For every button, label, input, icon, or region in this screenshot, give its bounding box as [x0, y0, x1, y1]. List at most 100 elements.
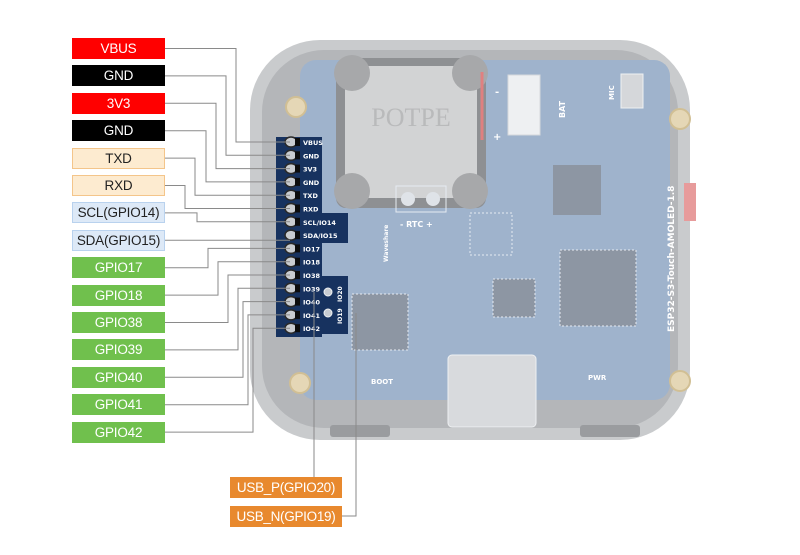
leader-line — [165, 157, 290, 196]
pin-label-txd: TXD — [72, 147, 165, 169]
usb-label-n: USB_N(GPIO19) — [230, 506, 342, 527]
usb-n-pad — [323, 308, 333, 318]
pin-label-gpio42: GPIO42 — [72, 421, 165, 443]
usb-n-leader — [341, 313, 357, 517]
battery-connector — [507, 74, 541, 136]
pin-label-gnd: GND — [72, 120, 165, 142]
header-silk-label: IO42 — [303, 325, 320, 333]
red-component — [684, 183, 696, 221]
rtc-pad — [426, 192, 440, 206]
leader-line — [165, 247, 290, 269]
header-pin-body — [295, 231, 300, 240]
leader-line — [165, 261, 290, 296]
leader-line — [165, 301, 290, 378]
rtc-pads — [395, 185, 447, 213]
pin-label-gpio41: GPIO41 — [72, 394, 165, 416]
leader-lines — [165, 48, 290, 433]
speaker — [345, 66, 477, 198]
chip-imu — [469, 212, 513, 256]
header-pin-body — [295, 164, 300, 173]
header-silk-label: IO40 — [303, 299, 320, 307]
header-silk-label: IO17 — [303, 245, 320, 253]
pin-label-gpio39: GPIO39 — [72, 339, 165, 361]
case-foot — [580, 425, 640, 437]
usb-p-pad — [323, 287, 333, 297]
header-pin-body — [295, 138, 300, 146]
pin-label-vbus: VBUS — [72, 38, 165, 59]
screw — [669, 108, 691, 130]
header-pin-body — [295, 191, 300, 200]
header-silk-label: VBUS — [303, 139, 323, 147]
chip-esp32s3 — [559, 249, 637, 327]
header-pin-body — [295, 244, 300, 253]
header-silk-label: RXD — [303, 206, 319, 214]
rtc-pad — [401, 192, 415, 206]
pin-label-scl: SCL(GPIO14) — [72, 202, 165, 224]
leader-line — [165, 274, 290, 323]
header-pin-body — [295, 177, 300, 186]
speaker-corner — [334, 173, 370, 209]
leader-line — [165, 102, 290, 170]
header-silk-label: IO39 — [303, 285, 320, 293]
pin-label-gpio17: GPIO17 — [72, 257, 165, 279]
header-silk-label: IO38 — [303, 272, 320, 280]
screw — [289, 372, 311, 394]
bat-minus: - — [495, 87, 499, 98]
header-pin-body — [295, 271, 300, 279]
pin-label-gpio38: GPIO38 — [72, 312, 165, 333]
header-pin-body — [295, 324, 300, 333]
pin-label-gnd: GND — [72, 65, 165, 87]
header-pin-body — [295, 257, 300, 266]
boot-label: BOOT — [371, 378, 393, 386]
pin-label-gpio40: GPIO40 — [72, 366, 165, 388]
header-silk-label: SDA/IO15 — [303, 232, 338, 240]
chip-flash — [553, 165, 601, 215]
pin-label-rxd: RXD — [72, 175, 165, 196]
leader-line — [165, 48, 290, 143]
header-silkscreen: VBUSGND3V3GNDTXDRXDSCL/IO14SDA/IO15IO17I… — [303, 139, 338, 333]
leader-line — [165, 314, 290, 406]
speaker-corner — [452, 55, 488, 91]
usb-c-port — [447, 354, 537, 428]
header-pin-body — [295, 297, 300, 306]
header-silk-label: 3V3 — [303, 166, 317, 174]
rtc-label: - RTC + — [400, 220, 433, 229]
leader-line — [165, 130, 290, 183]
leader-line — [165, 185, 290, 209]
brand-label: Waveshare — [383, 225, 390, 262]
header-pin-body — [295, 204, 300, 213]
leader-line — [165, 75, 290, 156]
leader-line — [165, 327, 290, 433]
header-pin-body — [295, 217, 300, 226]
pin-label-gpio18: GPIO18 — [72, 284, 165, 306]
leader-line — [165, 212, 290, 223]
header-pin-body — [295, 151, 300, 160]
pwr-label: PWR — [588, 374, 607, 382]
chip-pmu — [492, 278, 536, 318]
header-silk-label: GND — [303, 152, 320, 160]
io20-silk: IO20 — [337, 286, 344, 302]
header-silk-label: IO18 — [303, 259, 320, 267]
case-foot — [330, 425, 390, 437]
bat-plus: + — [493, 132, 501, 143]
usb-label-p: USB_P(GPIO20) — [230, 477, 342, 498]
speaker-marking: POTPE — [371, 103, 450, 132]
microphone — [620, 73, 644, 109]
header-silk-label: IO41 — [303, 312, 320, 320]
bat-label: BAT — [558, 100, 567, 118]
board-name: ESP32-S3-Touch-AMOLED-1.8 — [667, 186, 677, 332]
mic-label: MIC — [608, 85, 616, 100]
io19-silk: IO19 — [337, 308, 344, 324]
screw — [285, 96, 307, 118]
pin-label-3v3: 3V3 — [72, 92, 165, 114]
header-silk-label: TXD — [303, 192, 318, 200]
header-silk-label: SCL/IO14 — [303, 219, 336, 227]
header-pin-body — [295, 310, 300, 319]
pin-label-sda: SDA(GPIO15) — [72, 229, 165, 251]
header-pins — [284, 136, 300, 334]
header-pin-body — [295, 284, 300, 293]
header-silk-label: GND — [303, 179, 320, 187]
screw — [669, 370, 691, 392]
speaker-corner — [334, 55, 370, 91]
